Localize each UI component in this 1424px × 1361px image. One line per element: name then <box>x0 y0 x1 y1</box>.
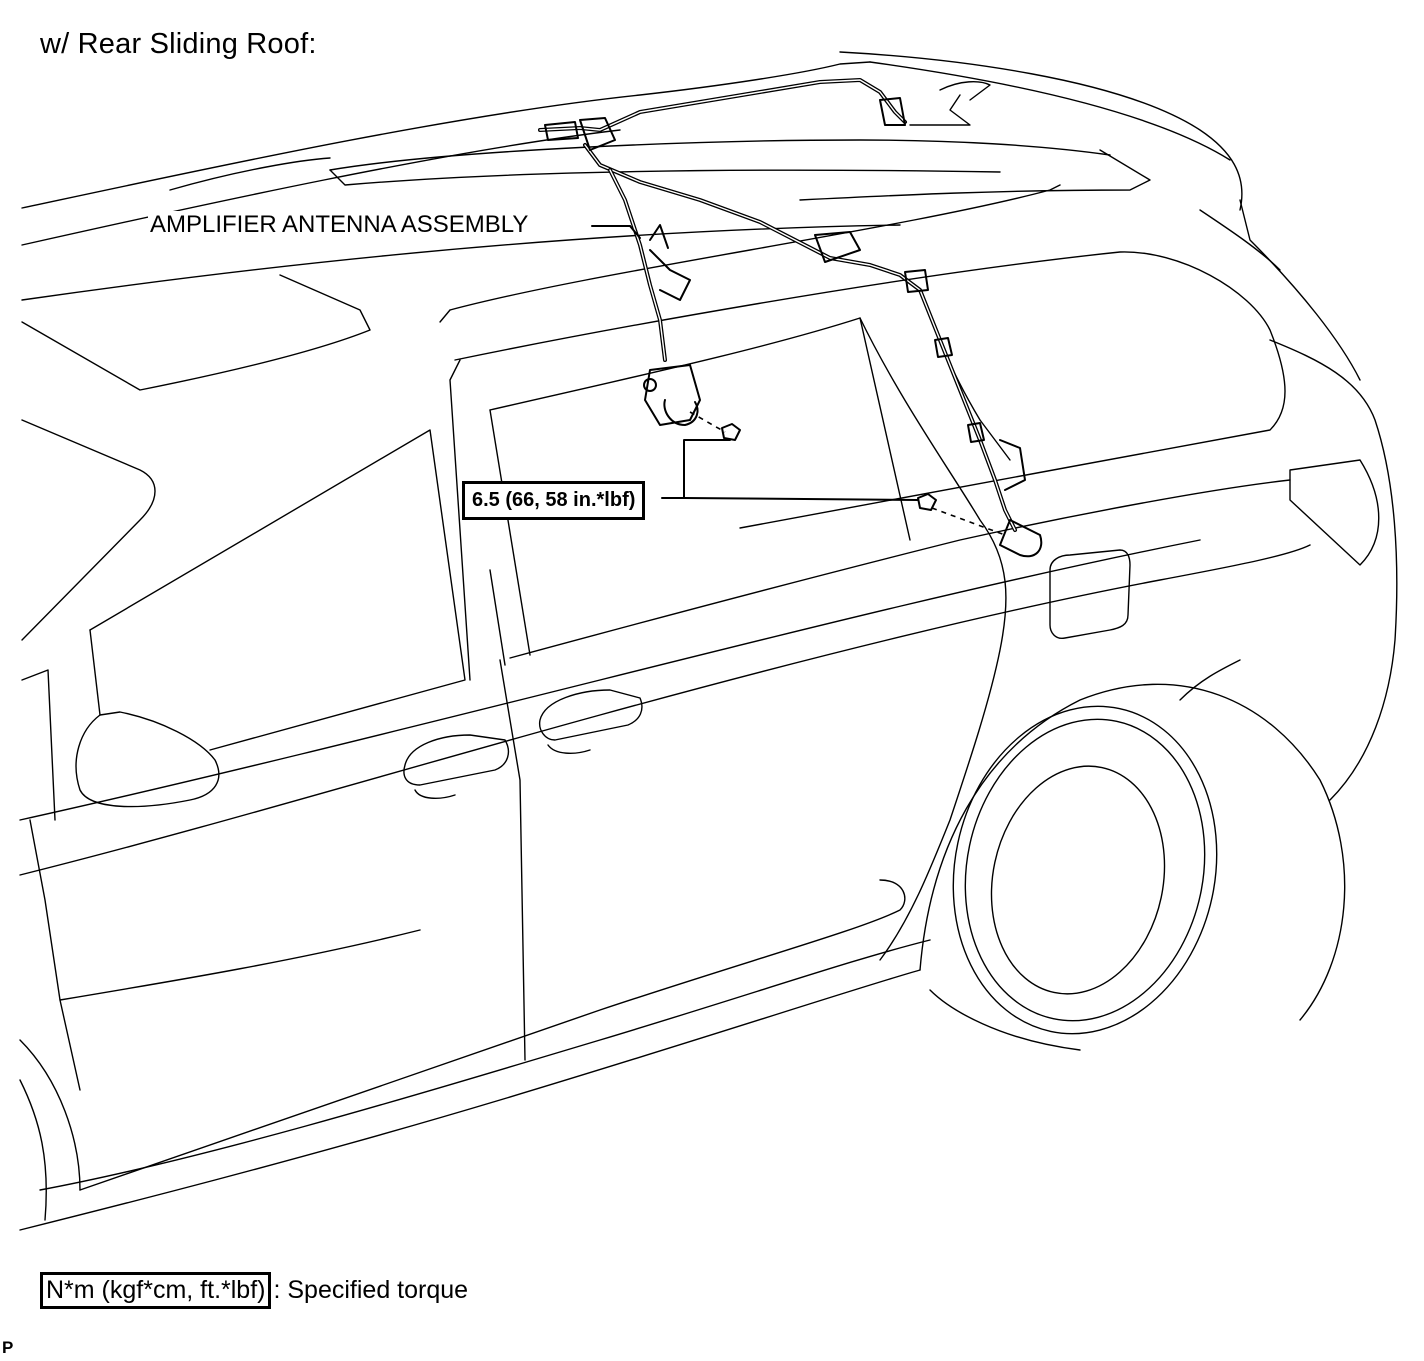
torque-spec-callout: 6.5 (66, 58 in.*lbf) <box>462 481 646 520</box>
torque-legend-description: : Specified torque <box>273 1276 469 1304</box>
rear-wheel <box>919 659 1346 1051</box>
torque-legend: N*m (kgf*cm, ft.*lbf) : Specified torque <box>40 1272 468 1309</box>
door-handles <box>403 689 643 799</box>
body-side <box>19 199 1398 876</box>
amplifier-antenna-assembly-label: AMPLIFIER ANTENNA ASSEMBLY <box>148 211 531 239</box>
rocker-panel <box>19 879 931 1231</box>
side-mirror <box>75 711 220 808</box>
diagram-title: w/ Rear Sliding Roof: <box>40 28 317 60</box>
torque-unit-box: N*m (kgf*cm, ft.*lbf) <box>40 1272 272 1309</box>
figure-code: P <box>2 1338 14 1357</box>
antenna-harness <box>538 78 1043 558</box>
door-edges <box>21 289 1011 1091</box>
leader-lines <box>591 225 919 501</box>
fuel-door <box>1049 549 1131 640</box>
